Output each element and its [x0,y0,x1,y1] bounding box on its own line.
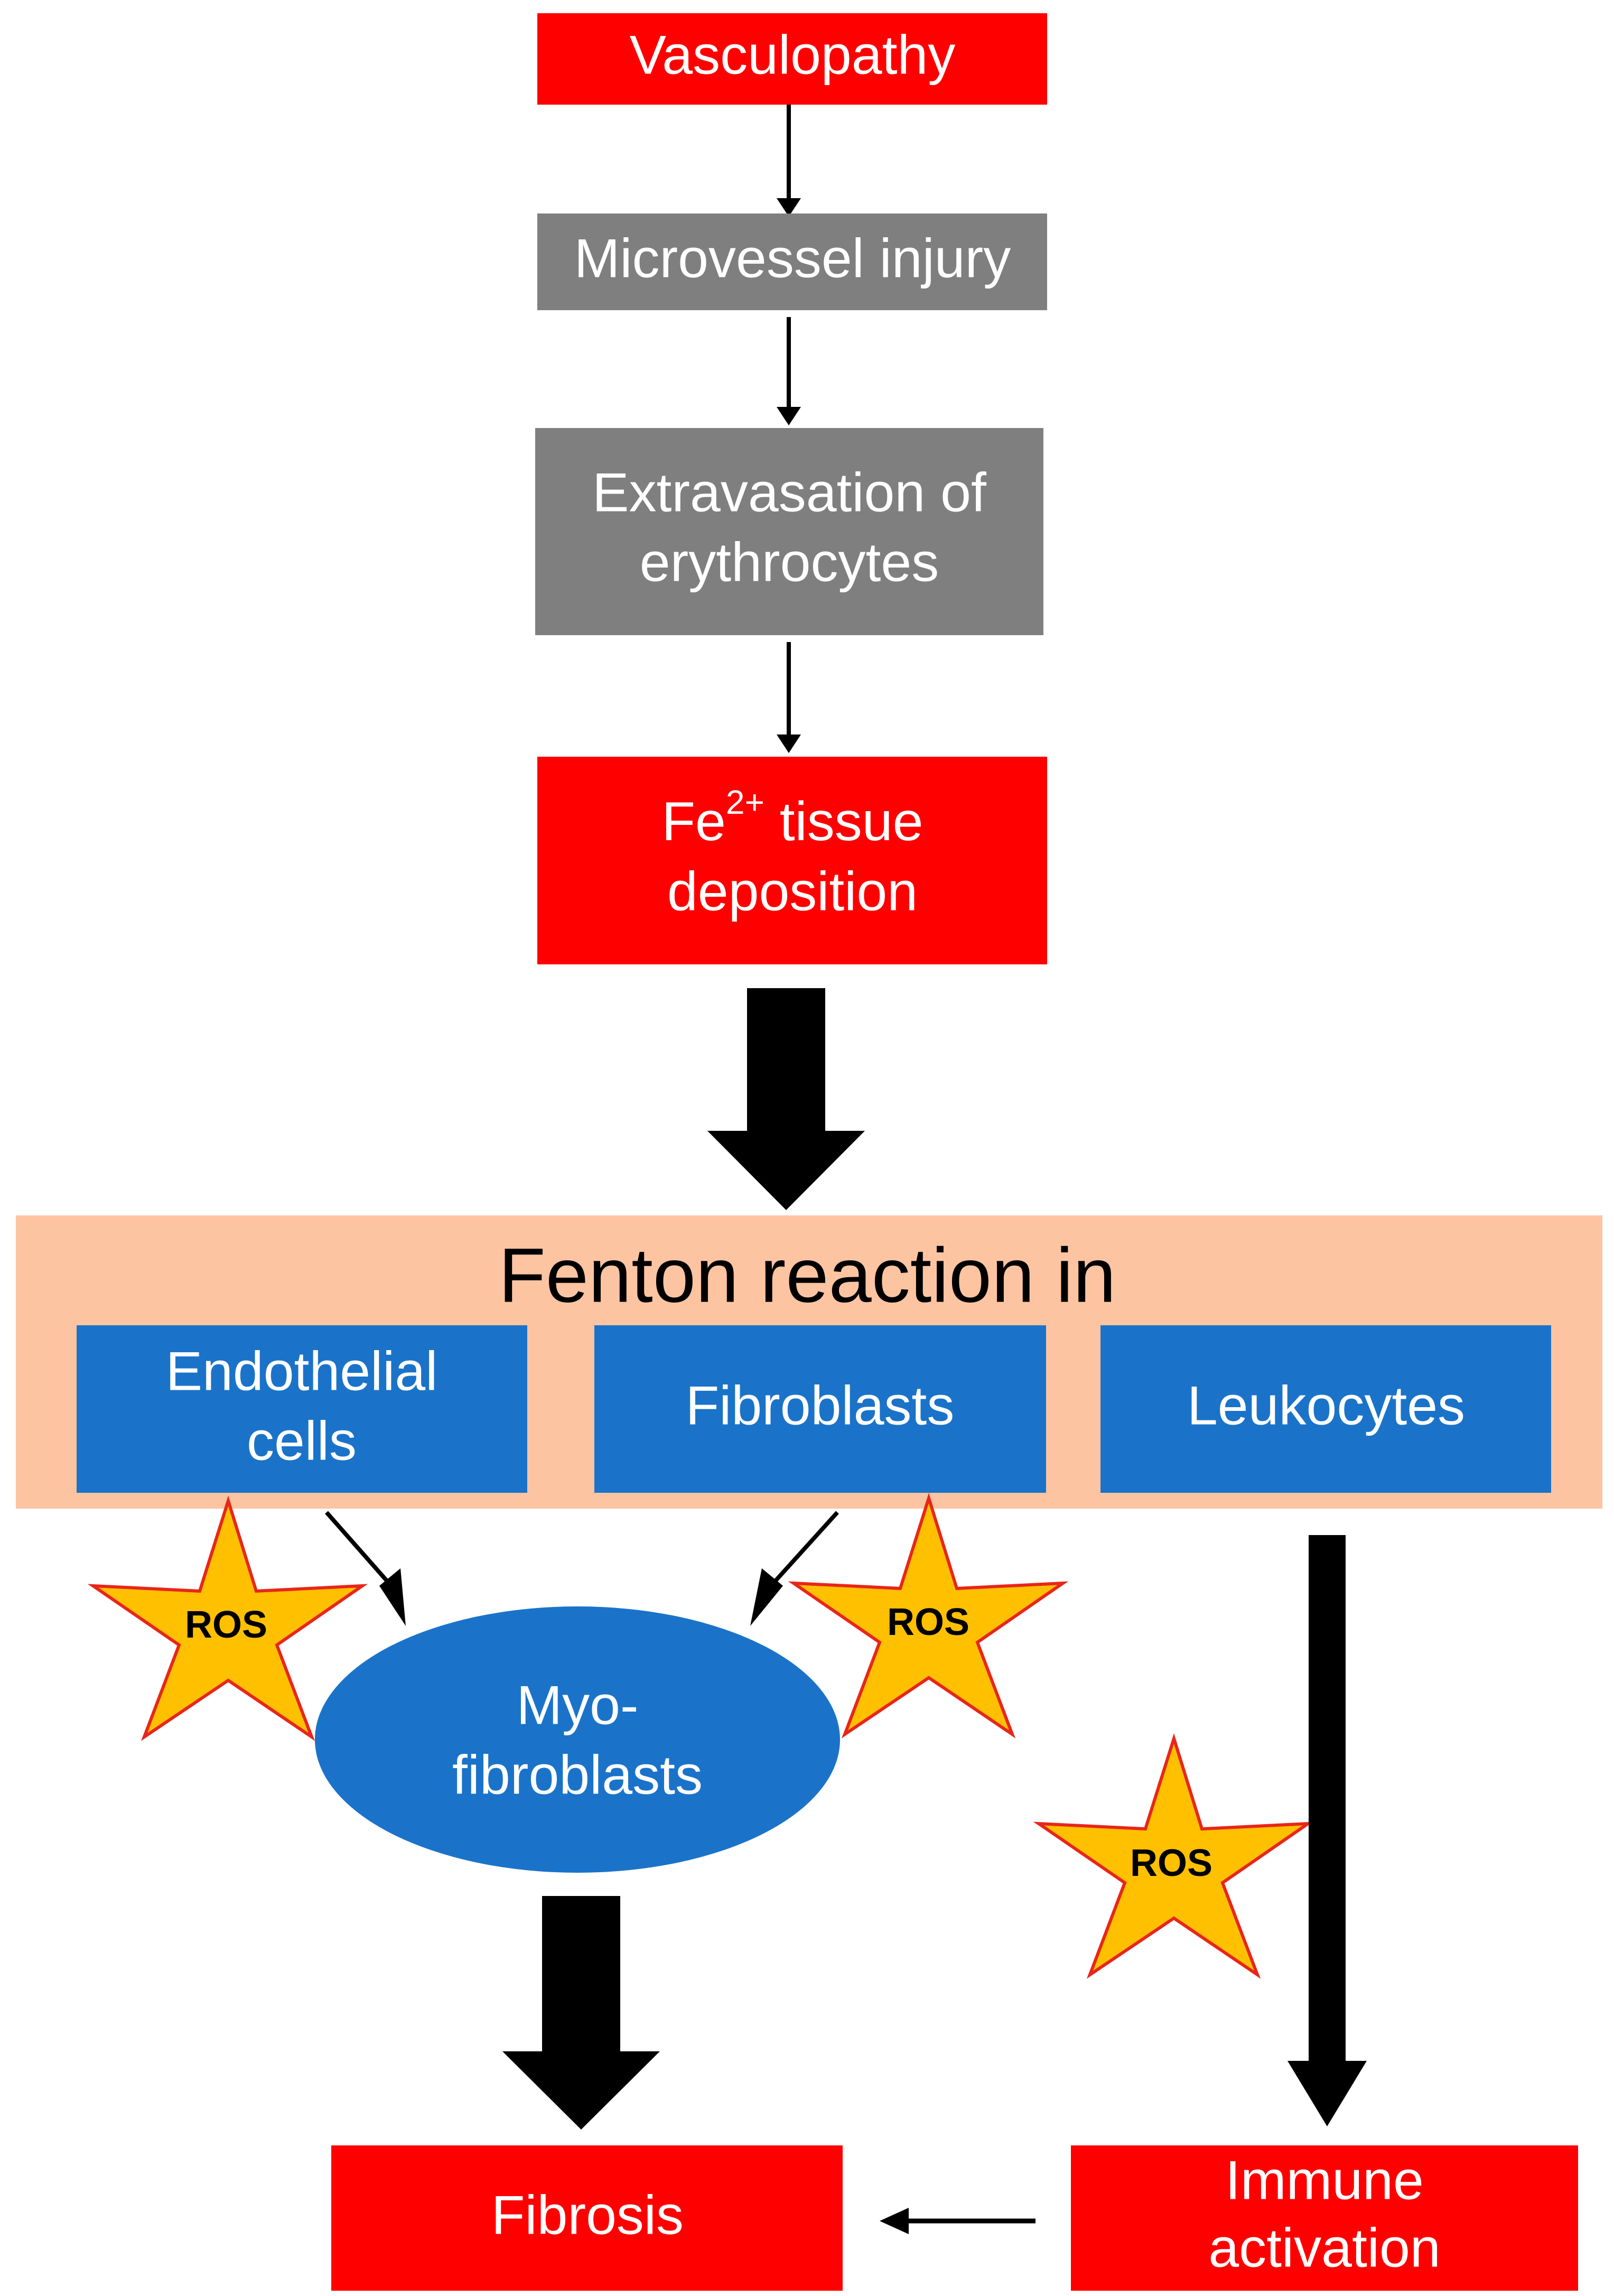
endothelial-label-line1: Endothelial [166,1341,438,1402]
fe-deposition-label-line1: Fe2+ tissue [662,783,923,853]
arrow-vasculopathy-to-injury [777,105,801,217]
extravasation-box [535,428,1043,635]
fenton-title: Fenton reaction in [499,1232,1116,1318]
big-arrow-fe-to-fenton [707,988,865,1210]
arrow-leukocytes-to-immune [1288,1535,1367,2126]
myofibroblasts-ellipse [315,1606,840,1873]
immune-label-line2: activation [1208,2217,1440,2279]
microvessel-injury-label: Microvessel injury [574,228,1011,289]
fibroblasts-box [594,1325,1046,1493]
endothelial-label-line2: cells [247,1410,357,1472]
extravasation-label-line1: Extravasation of [592,462,987,523]
ros-label-left: ROS [185,1604,267,1646]
fibrosis-label: Fibrosis [491,2185,684,2246]
fibrosis-box [331,2145,843,2291]
ros-label-middle: ROS [887,1601,969,1643]
arrow-immune-to-fibrosis [880,2208,1035,2234]
fe-symbol: Fe [662,791,726,852]
ros-star-left: ROS [87,1495,368,1741]
fe-deposition-label-line2: deposition [667,861,918,922]
ros-star-middle: ROS [788,1492,1069,1739]
vasculopathy-label: Vasculopathy [630,24,956,86]
leukocytes-label: Leukocytes [1187,1375,1465,1436]
arrow-extravasation-to-fe [777,642,801,753]
endothelial-cells-box [77,1325,527,1493]
fe-charge: 2+ [726,783,764,821]
fe-tissue: tissue [764,791,923,852]
leukocytes-box [1100,1325,1551,1493]
fe-deposition-box [537,757,1047,964]
vasculopathy-box [537,13,1047,105]
myofibroblasts-label-line1: Myo- [516,1675,638,1736]
big-arrow-myofibroblasts-to-fibrosis [502,1896,660,2130]
ros-star-right: ROS [1033,1733,1314,1979]
arrow-fibroblasts-to-myofibroblasts [750,1511,839,1626]
microvessel-injury-box [537,213,1047,310]
ros-label-right: ROS [1130,1842,1212,1884]
extravasation-label-line2: erythrocytes [640,532,939,593]
immune-label-line1: Immune [1225,2150,1424,2211]
myofibroblasts-label-line2: fibroblasts [452,1744,703,1806]
fibroblasts-label: Fibroblasts [686,1375,955,1436]
arrow-injury-to-extravasation [777,317,801,425]
arrow-endothelial-to-myofibroblasts [325,1511,406,1626]
immune-activation-box [1071,2145,1578,2291]
